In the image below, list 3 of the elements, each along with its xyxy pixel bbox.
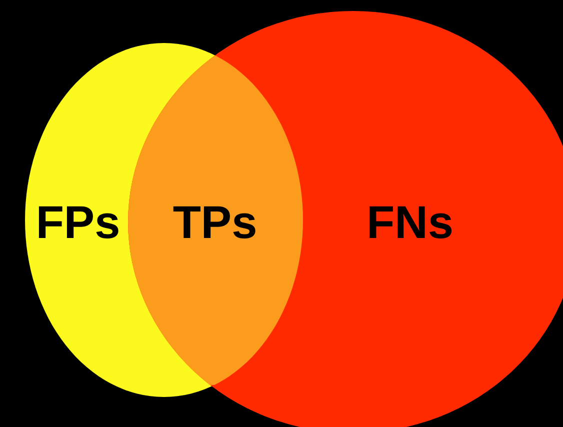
region-label: FNs — [366, 199, 454, 245]
region-label: FPs — [36, 199, 120, 245]
region-label: TPs — [172, 199, 258, 245]
